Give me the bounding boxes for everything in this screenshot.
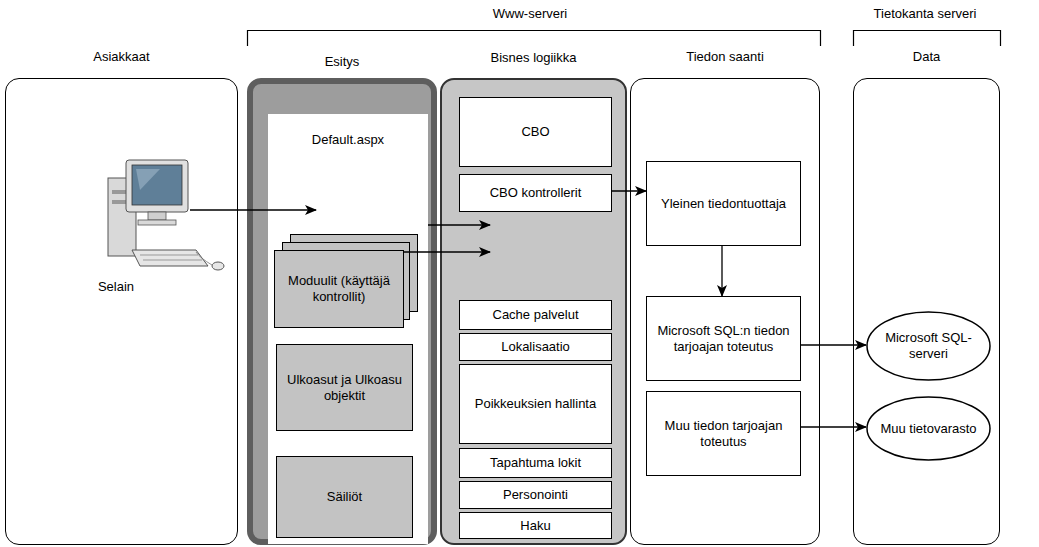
tier-panel: EsitysDefault.aspxModuulit (käyttäjä kon…	[247, 78, 437, 545]
server-label: Tietokanta serveri	[874, 6, 977, 21]
component-label: Lokalisaatio	[501, 339, 570, 355]
arrow-connector	[801, 344, 866, 345]
storage-ellipse: Microsoft SQL-serveri	[866, 311, 991, 381]
component-box: Personointi	[459, 481, 612, 509]
component-label: CBO	[521, 124, 549, 140]
bracket	[854, 31, 1001, 47]
bracket	[248, 31, 821, 47]
component-label: Haku	[520, 518, 550, 534]
component-box: Tapahtuma lokit	[459, 448, 612, 478]
component-box: Poikkeuksien hallinta	[459, 364, 612, 444]
component-label: Ulkoasut ja Ulkoasu objektit	[282, 372, 407, 403]
tier-heading: Bisnes logiikka	[442, 50, 625, 66]
component-label: Muu tiedon tarjoajan toteutus	[652, 418, 795, 449]
arrow-connector	[801, 426, 866, 427]
component-box: Haku	[459, 512, 612, 539]
component-label: Säiliöt	[327, 489, 362, 505]
component-box: Säiliöt	[276, 456, 413, 538]
tier-heading: Data	[854, 49, 999, 65]
component-box: CBO	[459, 97, 612, 167]
page-label: Default.aspx	[268, 114, 428, 148]
component-label: Microsoft SQL-serveri	[871, 330, 986, 361]
component-box: Muu tiedon tarjoajan toteutus	[646, 391, 801, 476]
storage-ellipse: Muu tietovarasto	[866, 396, 991, 461]
component-label: Personointi	[503, 487, 568, 503]
arrow-connector	[190, 209, 316, 210]
tier-panel: AsiakkaatSelain	[5, 78, 238, 545]
component-box: Yleinen tiedontuottaja	[646, 161, 801, 246]
component-box: Cache palvelut	[459, 300, 612, 330]
arrow-connector	[428, 224, 490, 225]
component-label: Muu tietovarasto	[880, 421, 976, 437]
arrow-connector	[721, 246, 722, 296]
component-label: Microsoft SQL:n tiedon tarjoajan toteutu…	[652, 323, 795, 354]
component-box: Ulkoasut ja Ulkoasu objektit	[276, 344, 413, 431]
computer-icon	[108, 160, 224, 270]
client-label: Selain	[61, 279, 171, 295]
component-label: Yleinen tiedontuottaja	[661, 196, 786, 212]
component-label: Moduulit (käyttäjä kontrollit)	[280, 273, 398, 304]
component-box: Microsoft SQL:n tiedon tarjoajan toteutu…	[646, 296, 801, 381]
arrow-connector	[404, 251, 490, 252]
tier-panel: Tiedon saantiYleinen tiedontuottajaMicro…	[630, 78, 820, 545]
tier-heading: Asiakkaat	[6, 49, 237, 65]
tier-panel: DataMicrosoft SQL-serveriMuu tietovarast…	[853, 78, 1000, 545]
component-box: CBO kontrollerit	[459, 174, 612, 212]
component-label: CBO kontrollerit	[490, 185, 582, 201]
component-box: Moduulit (käyttäjä kontrollit)	[274, 250, 404, 328]
component-label: Cache palvelut	[493, 307, 579, 323]
component-box: Default.aspxModuulit (käyttäjä kontrolli…	[268, 114, 428, 544]
server-label: Www-serveri	[493, 6, 567, 21]
tier-heading: Esitys	[253, 54, 431, 70]
tier-panel: Bisnes logiikkaCBOCBO kontrolleritCache …	[440, 78, 627, 545]
arrow-connector	[612, 190, 646, 191]
component-label: Tapahtuma lokit	[490, 455, 581, 471]
tier-heading: Tiedon saanti	[631, 49, 819, 65]
component-box: Lokalisaatio	[459, 333, 612, 361]
component-label: Poikkeuksien hallinta	[475, 396, 596, 412]
